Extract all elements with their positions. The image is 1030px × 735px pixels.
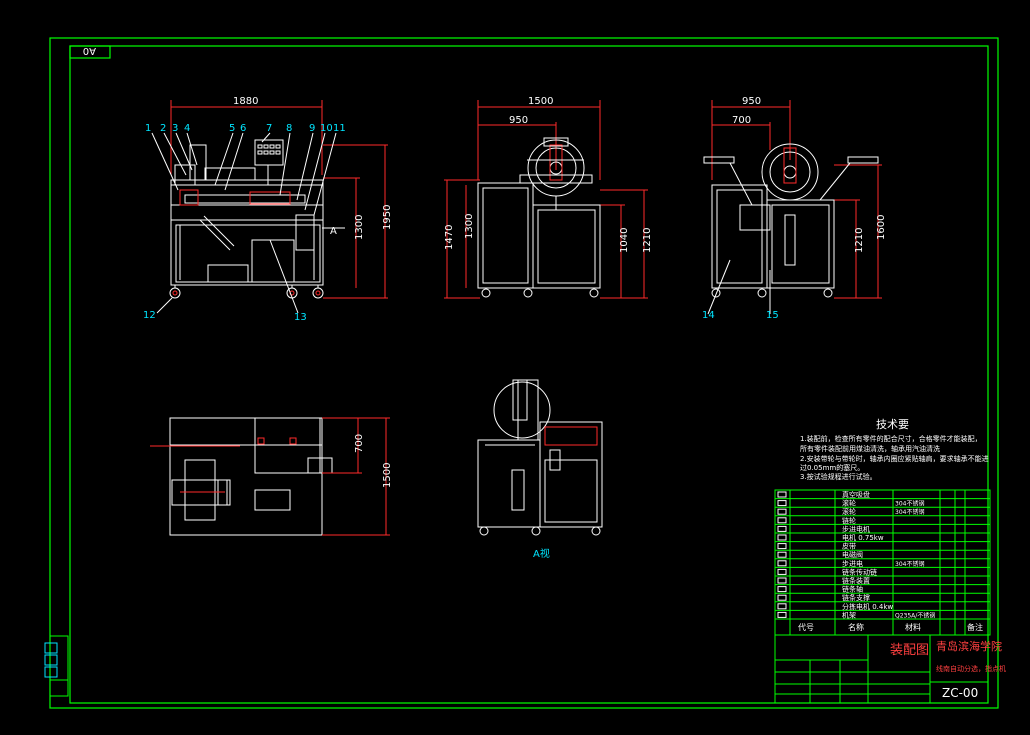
dim-side-h3: 1040 bbox=[619, 228, 630, 253]
school-name: 青岛滨海学院 bbox=[936, 639, 1002, 653]
bom-item-material: 304不锈钢 bbox=[895, 560, 924, 568]
bom-item-name: 链轮 bbox=[842, 516, 856, 525]
note-line-3: 2.安装带轮与带轮时，轴承内圈应紧贴轴肩，要求轴承不能进 bbox=[800, 454, 989, 463]
assembly-label: 装配图 bbox=[890, 643, 929, 658]
a-view: A视 bbox=[477, 379, 603, 560]
dim-side-width: 1500 bbox=[528, 96, 553, 107]
callout-10: 10 bbox=[320, 123, 333, 134]
bom-item-marker bbox=[777, 525, 787, 532]
callout-6: 6 bbox=[240, 123, 246, 134]
side-view: 1500 950 1470 1300 1040 1210 bbox=[444, 96, 653, 299]
sheet-size-box bbox=[69, 45, 111, 59]
callout-2: 2 bbox=[160, 123, 166, 134]
bom-item-name: 链条支撑 bbox=[842, 593, 870, 602]
right-view: 950 700 1210 1600 14 15 bbox=[702, 96, 887, 321]
bom-item-marker bbox=[777, 560, 787, 567]
bom-item-marker bbox=[777, 594, 787, 601]
callout-1: 1 bbox=[145, 123, 151, 134]
dim-side-h1: 1470 bbox=[444, 225, 455, 250]
note-line-2: 所有零件装配前用煤油清洗，轴承用汽油清洗 bbox=[800, 444, 940, 453]
bom-item-name: 分拣电机 0.4kw bbox=[842, 602, 893, 611]
callout-14: 14 bbox=[702, 310, 715, 321]
bom-item-material: Q235A/不锈钢 bbox=[895, 611, 935, 619]
dim-side-h4: 1210 bbox=[642, 228, 653, 253]
callout-12: 12 bbox=[143, 310, 156, 321]
callout-8: 8 bbox=[286, 123, 292, 134]
bom-item-marker bbox=[777, 500, 787, 507]
bom-item-marker bbox=[777, 517, 787, 524]
callout-15: 15 bbox=[766, 310, 779, 321]
bom-item-marker bbox=[777, 543, 787, 550]
outer-frame bbox=[49, 37, 999, 709]
dim-side-h2: 1300 bbox=[464, 214, 475, 239]
dim-right-inner: 700 bbox=[732, 115, 751, 126]
a-view-label: A视 bbox=[533, 547, 550, 560]
bom-item-name: 步进电机 bbox=[842, 524, 870, 533]
bom-header-code: 代号 bbox=[798, 622, 814, 632]
note-line-5: 3.按试验规程进行试验。 bbox=[800, 472, 877, 481]
bom-item-name: 链条传动链 bbox=[842, 567, 877, 576]
front-view: 1880 1950 1300 A bbox=[143, 96, 393, 323]
bom-header-remark: 备注 bbox=[967, 622, 983, 632]
bom-item-name: 链条装置 bbox=[842, 576, 870, 585]
bom-item-marker bbox=[777, 551, 787, 558]
bom-item-material: 304不锈钢 bbox=[895, 508, 924, 516]
bom-item-name: 步进电 bbox=[842, 559, 863, 568]
callout-4: 4 bbox=[184, 123, 190, 134]
front-marker: A bbox=[330, 226, 337, 237]
callout-7: 7 bbox=[266, 123, 272, 134]
dim-right-h1: 1210 bbox=[854, 228, 865, 253]
note-line-4: 过0.05mm的塞尺。 bbox=[800, 463, 864, 472]
bom-item-name: 滚轮 bbox=[842, 507, 856, 516]
dim-front-total: 1950 bbox=[382, 205, 393, 230]
dim-right-h2: 1600 bbox=[876, 215, 887, 240]
tech-notes: 技术要 1.装配前，检查所有零件的配合尺寸，合格零件才能装配， 所有零件装配前用… bbox=[800, 418, 989, 481]
bom-item-name: 电磁阀 bbox=[842, 550, 863, 559]
bom-item-marker bbox=[777, 508, 787, 515]
dim-front-body: 1300 bbox=[354, 215, 365, 240]
bom-item-name: 电机 0.75kw bbox=[842, 533, 884, 542]
callout-11: 11 bbox=[333, 123, 346, 134]
bom-item-marker bbox=[777, 586, 787, 593]
inner-frame bbox=[69, 45, 989, 704]
left-stamp bbox=[44, 635, 69, 697]
bom-item-material: 304不锈钢 bbox=[895, 500, 924, 508]
notes-title: 技术要 bbox=[876, 418, 909, 431]
sheet-size-label: A0 bbox=[83, 45, 96, 56]
bom-header-material: 材料 bbox=[905, 622, 921, 632]
drawing-number: ZC-00 bbox=[942, 686, 978, 700]
bom-item-name: 机架 bbox=[842, 610, 856, 619]
bom-item-name: 链条轴 bbox=[842, 585, 863, 594]
bom-item-name: 真空吸盘 bbox=[842, 490, 870, 499]
dim-top-h2: 1500 bbox=[382, 463, 393, 488]
callout-9: 9 bbox=[309, 123, 315, 134]
bom-item-marker bbox=[777, 577, 787, 584]
dim-side-inner: 950 bbox=[509, 115, 528, 126]
title-block: 装配图 青岛滨海学院 线南自动分选，指点机 ZC-00 bbox=[774, 634, 1006, 704]
note-line-1: 1.装配前，检查所有零件的配合尺寸，合格零件才能装配， bbox=[800, 434, 982, 443]
top-view: 1500 700 bbox=[150, 417, 393, 536]
bom-item-marker bbox=[777, 491, 787, 498]
bom-item-name: 皮带 bbox=[842, 542, 856, 551]
bom-item-marker bbox=[777, 568, 787, 575]
dim-right-width: 950 bbox=[742, 96, 761, 107]
bom-header-name: 名称 bbox=[848, 622, 864, 632]
callout-13: 13 bbox=[294, 312, 307, 323]
project-name: 线南自动分选，指点机 bbox=[936, 664, 1006, 673]
bom-item-name: 滚轮 bbox=[842, 499, 856, 508]
bom-item-marker bbox=[777, 611, 787, 618]
callout-5: 5 bbox=[229, 123, 235, 134]
dim-top-h1: 700 bbox=[354, 434, 365, 453]
bom-item-marker bbox=[777, 534, 787, 541]
callout-3: 3 bbox=[172, 123, 178, 134]
bom-item-marker bbox=[777, 603, 787, 610]
dim-front-width: 1880 bbox=[233, 96, 258, 107]
